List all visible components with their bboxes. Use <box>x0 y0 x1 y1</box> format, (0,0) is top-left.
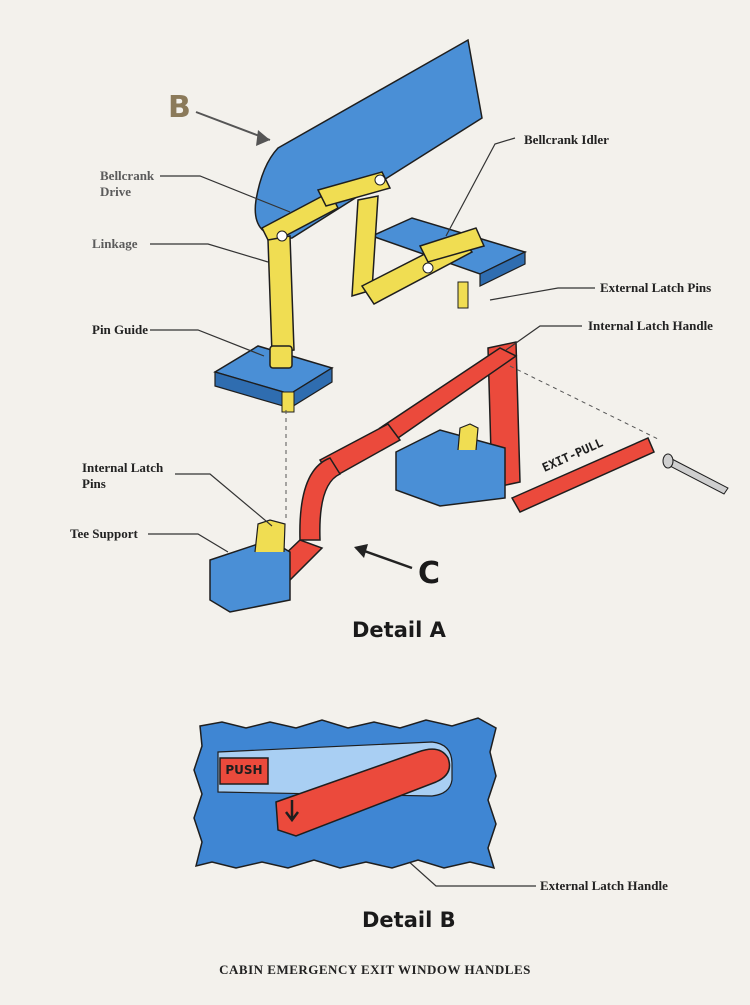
label-bellcrank-drive: Bellcrank Drive <box>100 168 154 200</box>
label-external-latch-handle: External Latch Handle <box>540 878 668 893</box>
label-bellcrank-idler: Bellcrank Idler <box>524 132 609 147</box>
detail-a-title: Detail A <box>352 618 446 642</box>
label-pin-guide: Pin Guide <box>92 322 148 337</box>
arrow-down-icon <box>285 800 299 823</box>
label-internal-latch-pins-line2: Pins <box>82 476 106 491</box>
label-internal-latch-handle: Internal Latch Handle <box>588 318 713 333</box>
push-placard <box>219 757 269 785</box>
label-tee-support: Tee Support <box>70 526 138 541</box>
page-caption: CABIN EMERGENCY EXIT WINDOW HANDLES <box>219 962 531 977</box>
detail-b-title: Detail B <box>362 908 456 932</box>
label-bellcrank-drive-line1: Bellcrank <box>100 168 155 183</box>
label-internal-latch-pins-line1: Internal Latch <box>82 460 164 475</box>
exit-pull-placard <box>510 437 655 513</box>
window-panel <box>254 38 483 239</box>
label-bellcrank-drive-line2: Drive <box>100 184 132 199</box>
linkage-assembly <box>261 171 486 369</box>
callout-b: B <box>168 90 191 125</box>
label-internal-latch-pins: Internal Latch Pins <box>82 460 163 492</box>
screw-icon <box>662 453 729 495</box>
label-linkage: Linkage <box>92 236 138 251</box>
tee-support <box>209 429 506 613</box>
callout-c: C <box>418 556 441 591</box>
external-latch-handle <box>275 748 451 837</box>
label-external-latch-pins: External Latch Pins <box>600 280 712 295</box>
push-text: PUSH <box>225 763 263 777</box>
